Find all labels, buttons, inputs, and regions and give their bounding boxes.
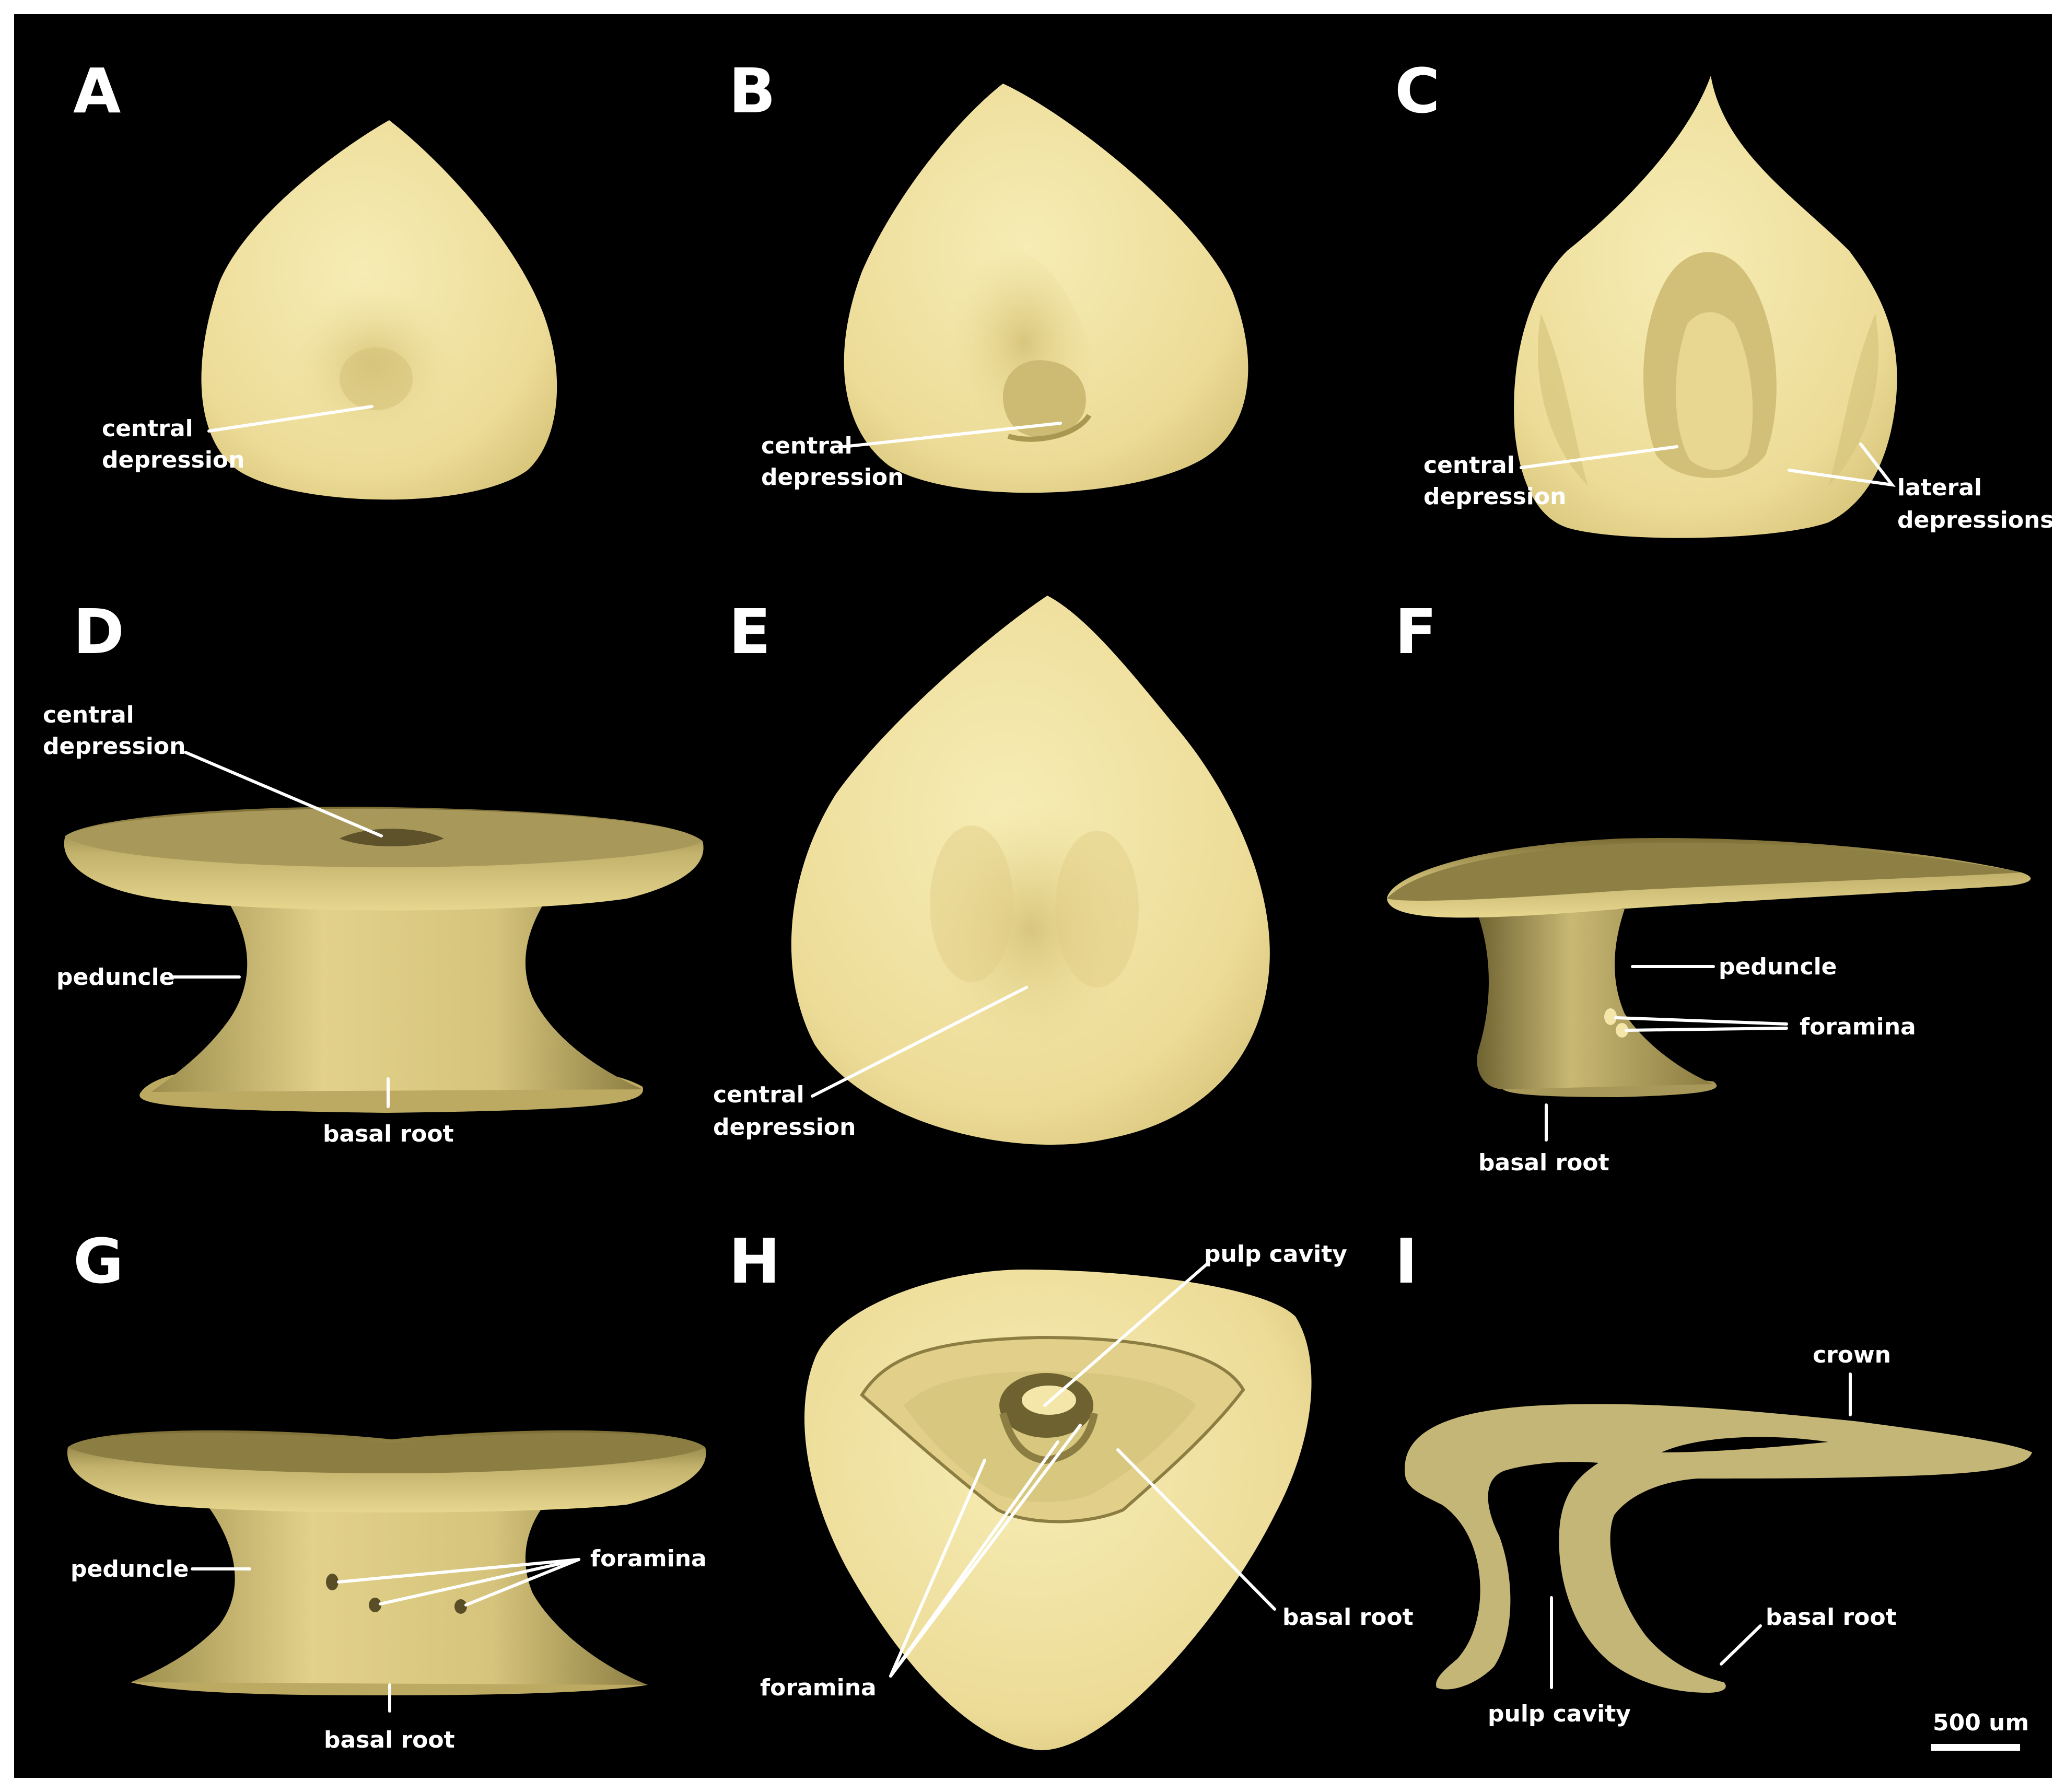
panel-b: B central depression (729, 55, 1248, 493)
label-f-basal: basal root (1478, 1149, 1609, 1176)
specimen-c-lateral-left (1538, 313, 1588, 486)
specimen-d-peduncle (151, 888, 643, 1092)
leader-h-pulp (1043, 1263, 1208, 1407)
specimen-f-foramen-1 (1604, 1008, 1617, 1025)
specimen-f-peduncle (1476, 909, 1713, 1089)
label-i-basal: basal root (1766, 1604, 1897, 1631)
specimen-g-crown-top (68, 1433, 705, 1473)
label-i-crown: crown (1813, 1342, 1891, 1368)
specimen-g-foramen-3 (454, 1599, 467, 1614)
leader-i-basal (1720, 1624, 1762, 1666)
label-h-pulp: pulp cavity (1204, 1241, 1347, 1267)
leader-f-foramen-2 (1625, 1027, 1788, 1032)
panel-label-i: I (1395, 1225, 1418, 1297)
panel-d: D central depression peduncle basal root (43, 596, 704, 1147)
leader-d-central (184, 751, 383, 837)
specimen-g-peduncle (131, 1494, 648, 1685)
scale-bar: 500 um (1931, 1709, 2029, 1751)
leader-h-foramen-1 (889, 1459, 986, 1678)
leader-c-lateral (1788, 443, 1896, 487)
section-i-body (1405, 1404, 2032, 1693)
panel-label-e: E (729, 596, 771, 668)
label-h-foramina: foramina (760, 1674, 877, 1701)
label-b-central-2: depression (761, 464, 904, 491)
specimen-g-foramen-1 (326, 1574, 339, 1590)
label-d-basal: basal root (323, 1121, 454, 1147)
label-f-peduncle: peduncle (1719, 953, 1837, 980)
panel-label-c: C (1395, 55, 1440, 127)
leader-f-foramen-1 (1614, 1016, 1788, 1026)
leader-g-foramen-1 (337, 1558, 580, 1584)
panel-i: I crown basal root pulp cavity (1395, 1225, 2032, 1727)
label-g-basal: basal root (324, 1727, 455, 1753)
panel-label-h: H (729, 1225, 780, 1297)
leader-h-basal (1116, 1448, 1276, 1611)
leader-e-central (811, 986, 1028, 1098)
label-d-peduncle: peduncle (56, 964, 175, 991)
specimen-g-foramen-2 (369, 1598, 381, 1612)
label-g-foramina: foramina (590, 1545, 707, 1572)
panel-h: H pulp cavity basal root foramina (729, 1225, 1414, 1751)
label-c-lateral-2: depressions (1897, 507, 2054, 533)
label-d-central-2: depression (43, 733, 185, 760)
panel-a: A central depression (73, 55, 557, 500)
specimen-f-crown-top (1387, 843, 2022, 901)
label-i-pulp: pulp cavity (1488, 1701, 1631, 1727)
panel-label-a: A (73, 55, 121, 127)
label-c-central-2: depression (1423, 483, 1566, 510)
leader-c-central (1520, 445, 1678, 469)
leader-g-foramen-3 (464, 1558, 580, 1607)
panel-c: C central depression lateral depressions (1395, 55, 2054, 538)
specimen-e-depression-right (1055, 831, 1139, 987)
label-d-central-1: central (43, 702, 134, 728)
panel-f: F peduncle foramina basal root (1387, 596, 2031, 1176)
specimen-f-foramen-2 (1616, 1023, 1628, 1038)
leader-b-central (842, 422, 1062, 448)
specimen-a-depression-center (340, 347, 413, 410)
scale-bar-line (1931, 1744, 2020, 1751)
specimen-d-depression (340, 829, 444, 846)
label-e-central-2: depression (713, 1114, 856, 1141)
panel-e: E central depression (713, 596, 1270, 1145)
label-a-central-2: depression (102, 447, 244, 473)
panel-label-d: D (73, 596, 124, 668)
specimen-c-lateral-right (1828, 313, 1878, 486)
specimen-b-depression-rim (1007, 414, 1092, 442)
label-h-basal: basal root (1282, 1604, 1414, 1631)
panel-label-b: B (729, 55, 776, 127)
label-e-central-1: central (713, 1081, 804, 1108)
leader-a-central (207, 405, 373, 433)
label-b-central-1: central (761, 433, 853, 459)
section-i-crown-cavity (1661, 1437, 1828, 1452)
leader-h-foramen-3 (889, 1424, 1082, 1678)
panel-g: G peduncle foramina basal root (67, 1225, 707, 1753)
scale-bar-label: 500 um (1933, 1709, 2029, 1736)
specimen-c-depression-floor (1676, 312, 1753, 470)
specimen-e-depression-left (930, 825, 1013, 982)
leader-g-foramen-2 (379, 1558, 580, 1605)
specimen-e-depression (927, 805, 1136, 1055)
specimen-b-depression (1003, 360, 1086, 438)
label-f-foramina: foramina (1800, 1014, 1916, 1040)
label-g-peduncle: peduncle (71, 1556, 189, 1582)
label-c-central-1: central (1423, 452, 1515, 479)
label-c-lateral-1: lateral (1897, 474, 1982, 501)
label-a-central-1: central (102, 415, 193, 442)
panel-label-g: G (73, 1225, 124, 1297)
panel-label-f: F (1395, 596, 1437, 668)
